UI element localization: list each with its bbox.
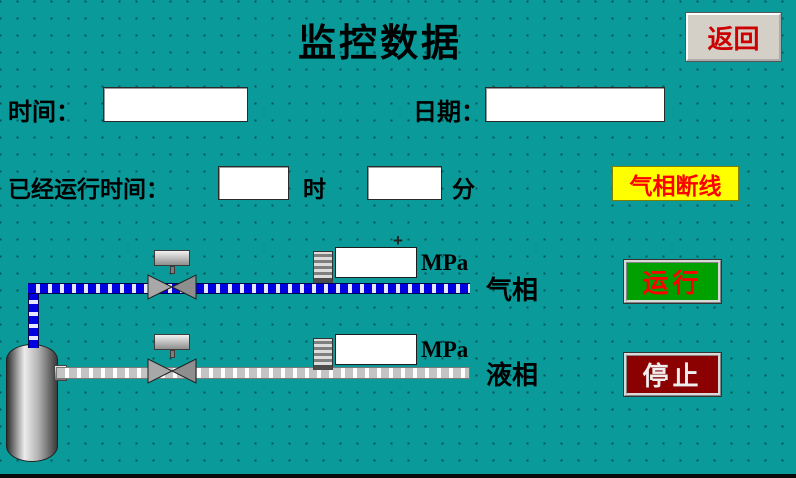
liquid-valve-body-icon	[147, 358, 197, 384]
gas-pressure-transmitter-icon	[313, 251, 333, 283]
page-title: 监控数据	[297, 23, 462, 65]
liquid-phase-label: 液相	[486, 361, 539, 390]
liquid-pressure-unit: MPa	[421, 337, 469, 362]
storage-tank-icon	[6, 344, 58, 462]
crosshair-marker: +	[393, 231, 403, 250]
runtime-label: 已经运行时间：	[8, 177, 169, 202]
gas-valve-body-icon	[147, 274, 197, 300]
gas-disconnect-alarm: 气相断线	[612, 166, 739, 201]
gas-valve[interactable]	[147, 250, 197, 300]
gas-valve-stem-icon	[169, 266, 175, 274]
stop-button[interactable]: 停止	[623, 352, 722, 397]
liquid-pressure-transmitter-icon	[313, 338, 333, 370]
time-label: 时间：	[8, 100, 80, 126]
gas-pipe-horizontal	[28, 283, 470, 294]
screen-bottom-edge	[0, 474, 796, 478]
stop-button-label: 停止	[642, 362, 703, 391]
runtime-minutes-box[interactable]	[367, 166, 442, 200]
date-value-box[interactable]	[485, 87, 665, 122]
runtime-hours-unit: 时	[303, 177, 326, 202]
gas-phase-label: 气相	[486, 276, 539, 305]
alarm-label: 气相断线	[629, 173, 722, 199]
liquid-valve-stem-icon	[169, 350, 175, 358]
liquid-valve[interactable]	[147, 334, 197, 384]
runtime-hours-box[interactable]	[218, 166, 289, 200]
time-value-box[interactable]	[103, 87, 248, 122]
liquid-pipe-horizontal	[56, 367, 470, 379]
liquid-pressure-value-box[interactable]	[335, 334, 417, 365]
gas-pipe-vertical	[28, 288, 39, 348]
run-button-label: 运行	[642, 269, 703, 298]
gas-pressure-unit: MPa	[421, 250, 469, 275]
gas-pressure-value-box[interactable]	[335, 247, 417, 278]
back-button[interactable]: 返回	[685, 12, 782, 62]
run-button[interactable]: 运行	[623, 259, 722, 304]
date-label: 日期：	[413, 100, 485, 126]
runtime-minutes-unit: 分	[452, 177, 475, 202]
gas-valve-actuator-icon	[154, 250, 190, 266]
liquid-valve-actuator-icon	[154, 334, 190, 350]
